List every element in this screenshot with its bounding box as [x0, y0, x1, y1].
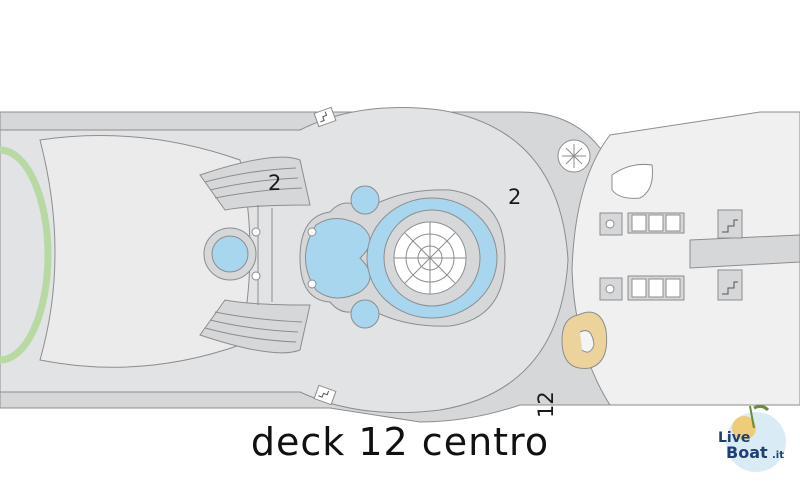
- deck-number-theater: 2: [268, 171, 281, 195]
- stairs-icon: [313, 106, 337, 406]
- amphitheater: [199, 156, 311, 354]
- deck-number-stair: 12: [534, 391, 558, 418]
- small-pool: [203, 227, 261, 281]
- logo-line1: Live: [718, 430, 750, 446]
- forward-lounge: [611, 164, 653, 199]
- deck-caption: deck 12 centro: [250, 420, 550, 464]
- logo-suffix: .it: [772, 450, 784, 461]
- logo-line2: Boat: [726, 443, 768, 462]
- liveboat-logo: Live Boat .it: [718, 404, 786, 472]
- fan-icon: [557, 139, 591, 173]
- deck-number-pool: 2: [508, 185, 521, 209]
- elevator-icon: [627, 212, 685, 301]
- main-pool-complex: [299, 185, 506, 329]
- forward-stairs: [717, 209, 743, 301]
- restroom-icon: [599, 212, 623, 301]
- forward-corridor: [689, 234, 800, 269]
- jogging-track: [0, 146, 52, 364]
